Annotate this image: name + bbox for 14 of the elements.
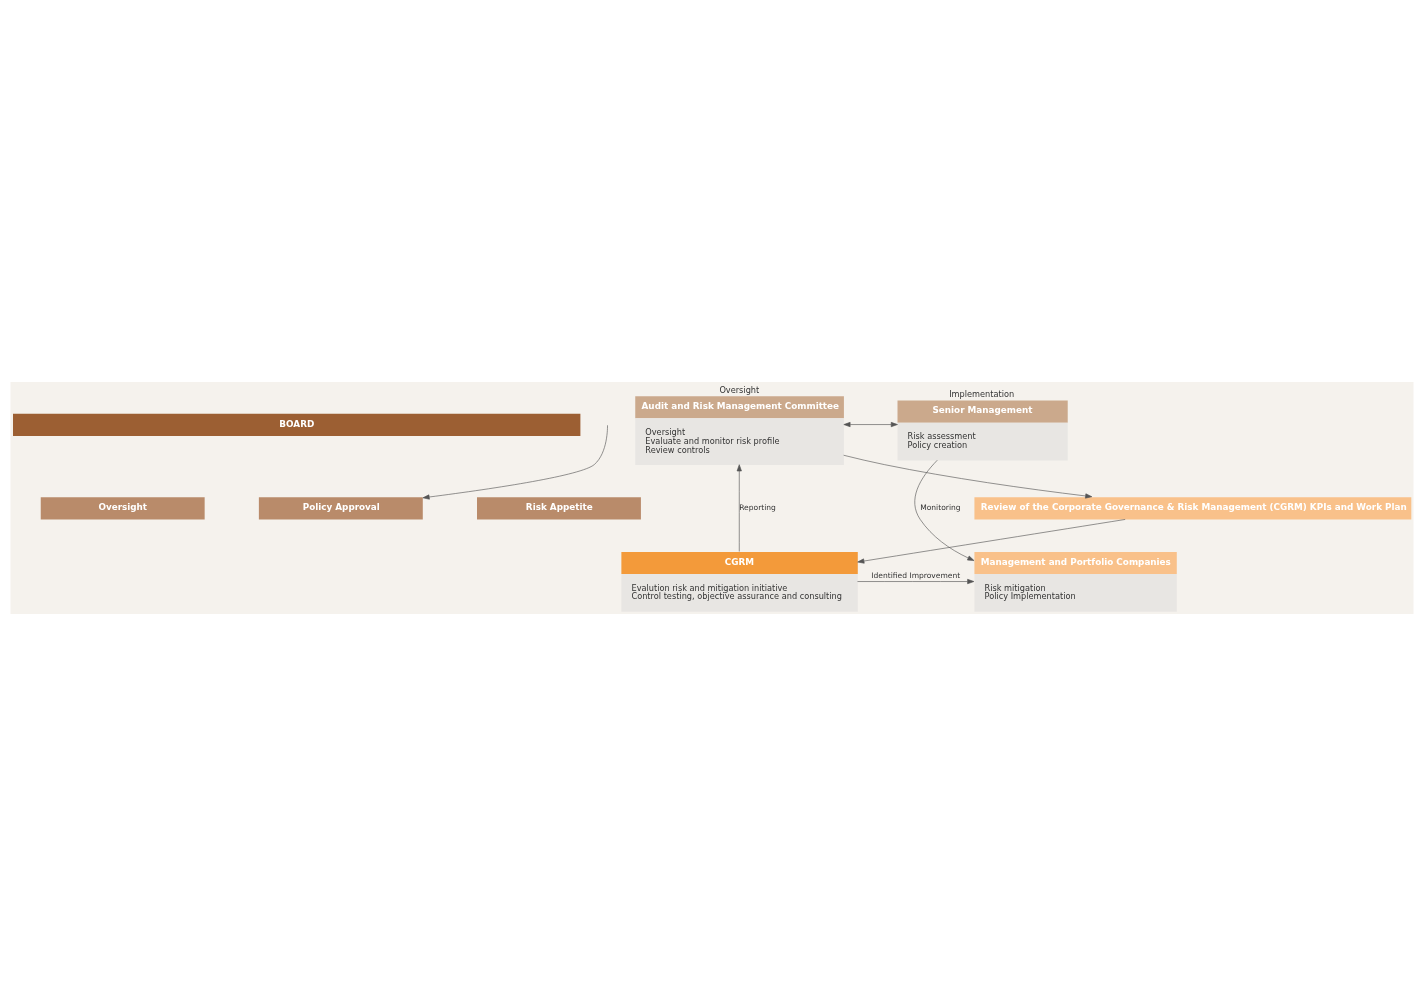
arrow xyxy=(914,459,975,561)
arrow xyxy=(857,519,1126,564)
node-box: Policy Approval xyxy=(258,497,423,520)
node-box: Review of the Corporate Governance & Risk Management (CGRM) KPIs and Work Plan xyxy=(974,497,1412,520)
arrow xyxy=(736,464,742,552)
node-box: Oversight xyxy=(40,497,205,520)
node-box: Risk Appetite xyxy=(477,497,641,520)
arrow xyxy=(857,579,975,585)
node-label: Implementation xyxy=(949,389,1015,400)
arrow xyxy=(422,424,608,500)
arrow xyxy=(843,454,1093,499)
arrow xyxy=(843,422,898,428)
node-box: BOARD xyxy=(13,413,581,436)
node-label: Oversight xyxy=(719,384,760,395)
